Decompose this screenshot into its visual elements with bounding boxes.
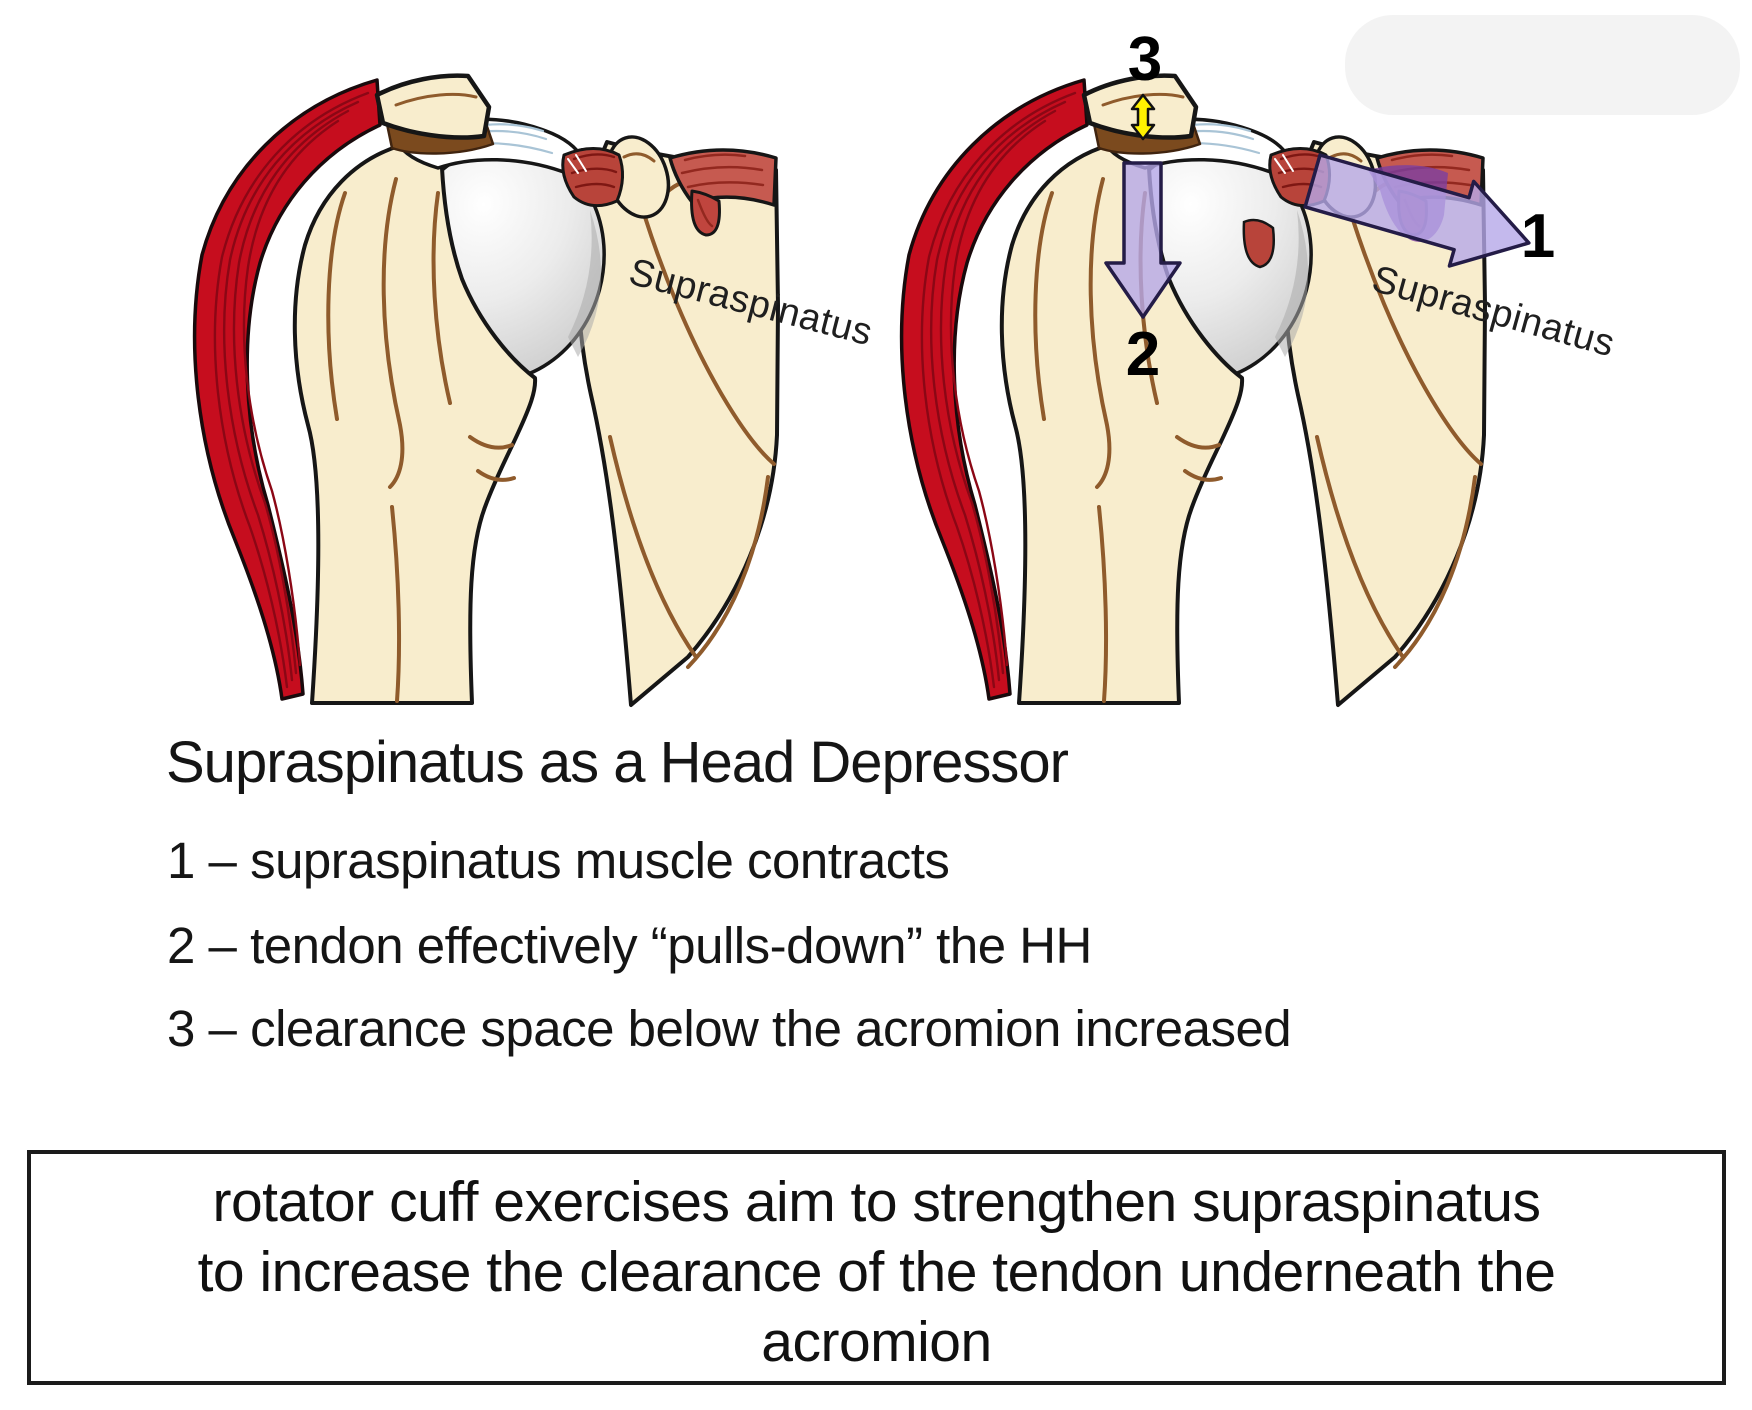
background-smudge bbox=[1345, 15, 1740, 115]
step-item-1: 1 – supraspinatus muscle contracts bbox=[167, 832, 950, 889]
step-item-3: 3 – clearance space below the acromion i… bbox=[167, 1000, 1292, 1057]
note-line-3: acromion bbox=[761, 1310, 992, 1374]
note-line-2: to increase the clearance of the tendon … bbox=[197, 1240, 1556, 1304]
marker-1: 1 bbox=[1521, 202, 1555, 271]
note-line-1: rotator cuff exercises aim to strengthen… bbox=[212, 1170, 1541, 1234]
head-depression-arrow-icon bbox=[1104, 161, 1182, 319]
clearance-space-arrow-icon bbox=[1130, 93, 1156, 141]
muscle-contraction-arrow-icon bbox=[1303, 153, 1531, 268]
step-item-2: 2 – tendon effectively “pulls-down” the … bbox=[167, 917, 1092, 974]
note-box: rotator cuff exercises aim to strengthen… bbox=[27, 1150, 1726, 1385]
shoulder-figure: Supraspinatus Supraspinatus 3 2 1 bbox=[0, 15, 1740, 716]
marker-3: 3 bbox=[1128, 25, 1162, 94]
displaced-muscle-bump bbox=[1242, 218, 1275, 269]
left-shoulder-illustration bbox=[195, 76, 778, 705]
page-title: Supraspinatus as a Head Depressor bbox=[166, 730, 1069, 795]
marker-2: 2 bbox=[1126, 320, 1160, 389]
